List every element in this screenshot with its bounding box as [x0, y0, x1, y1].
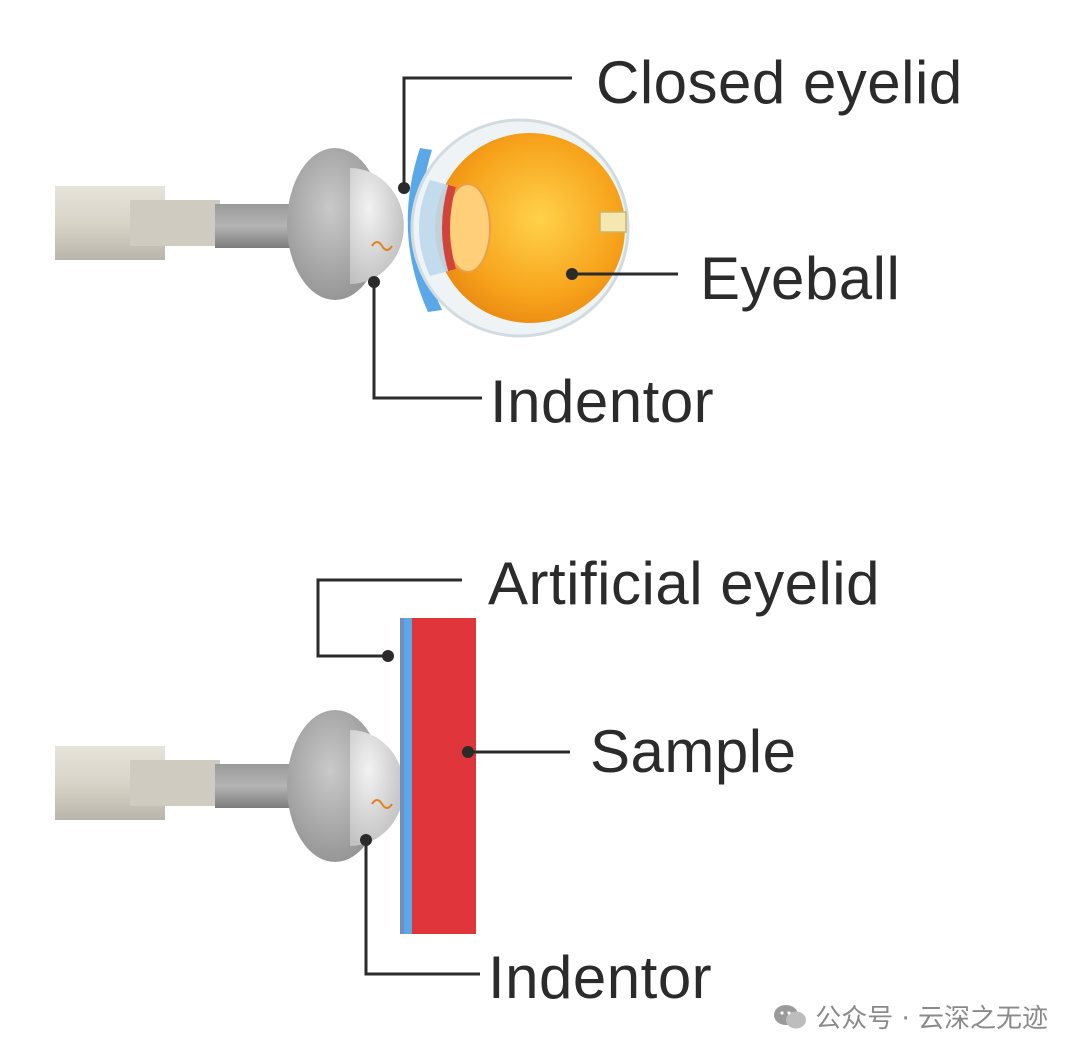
closed-eyelid-label: Closed eyelid — [596, 49, 963, 116]
sample-dot — [462, 746, 474, 758]
eyeball-label: Eyeball — [700, 245, 901, 312]
bottom-indentor-leader — [364, 840, 480, 976]
top-leader-lines — [372, 76, 678, 400]
bottom-indentor-dot — [360, 834, 372, 846]
top-indentor-assembly — [55, 148, 404, 300]
eyeball-dot — [566, 268, 578, 280]
top-rod-joint — [130, 200, 220, 246]
optic-nerve — [599, 211, 627, 233]
top-indentor-dot — [368, 276, 380, 288]
top-indentor-leader — [372, 282, 482, 400]
top-leader-dots — [368, 182, 578, 288]
eyeball-cornea — [419, 180, 452, 276]
bottom-indentor-spring — [371, 799, 393, 809]
top-indentor-label: Indentor — [490, 368, 715, 435]
top-indentor-dome — [350, 168, 404, 284]
sample-label: Sample — [590, 718, 797, 785]
bottom-indentor-label: Indentor — [488, 944, 713, 1011]
closed-eyelid-shape — [407, 148, 442, 312]
closed-eyelid-leader — [402, 76, 572, 188]
bottom-indentor-assembly — [55, 710, 404, 862]
sample-block — [412, 618, 476, 934]
artificial-eyelid-leader — [316, 578, 462, 658]
wechat-icon — [774, 1004, 807, 1028]
bottom-leader-dots — [360, 650, 474, 846]
closed-eyelid-dot — [398, 182, 410, 194]
watermark-text: 公众号 · 云深之无迹 — [815, 1004, 1048, 1034]
top-indentor-spring — [371, 241, 393, 251]
artificial-eyelid-edge — [400, 618, 404, 934]
bottom-rod-joint — [130, 760, 220, 806]
bottom-indentor-dome — [350, 730, 404, 846]
eyeball-drawing — [410, 118, 630, 338]
top-eyelid — [407, 148, 442, 312]
artificial-eyelid-label: Artificial eyelid — [488, 550, 880, 617]
artificial-eyelid-dot — [382, 650, 394, 662]
eyeball-iris — [442, 184, 456, 272]
watermark: 公众号 · 云深之无迹 — [773, 998, 1048, 1035]
bottom-leader-lines — [316, 578, 570, 976]
